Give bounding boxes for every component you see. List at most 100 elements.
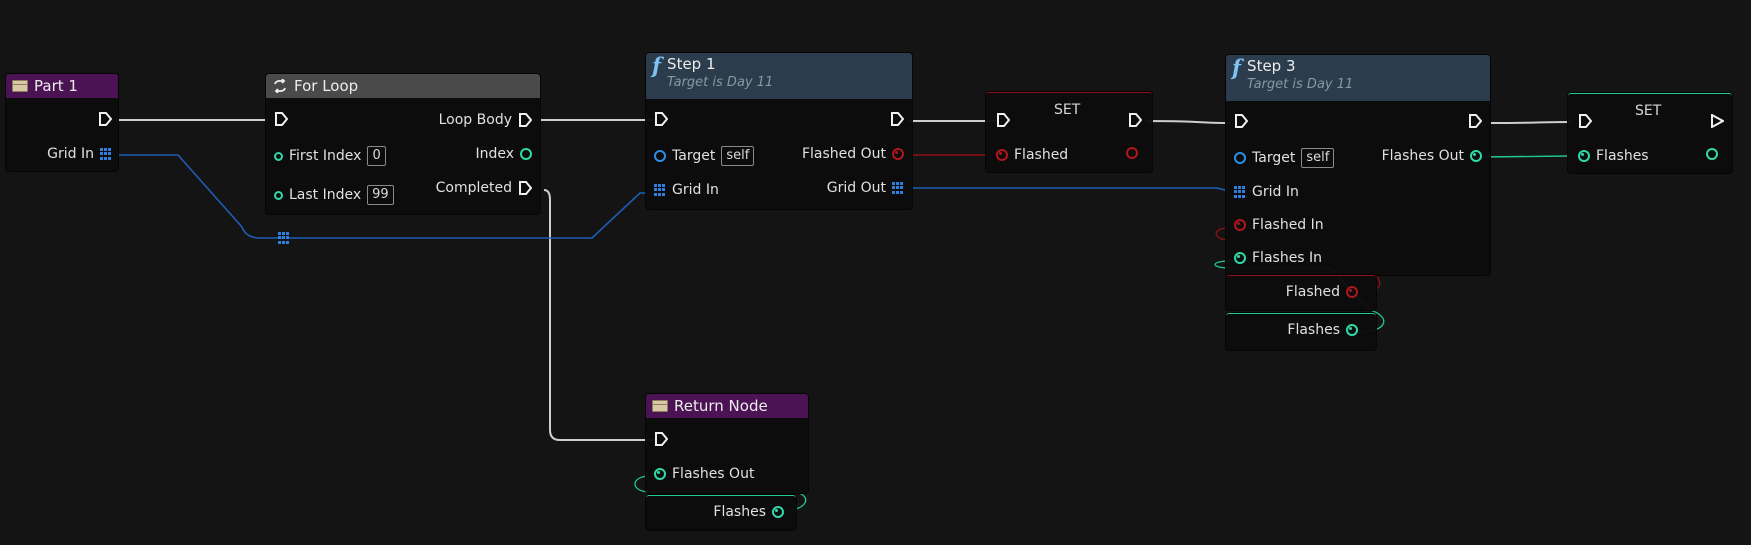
bool-pin-icon: [996, 149, 1008, 161]
exec-pin-icon: [1711, 114, 1724, 128]
flashed-label: Flashed: [1014, 147, 1069, 163]
flashed-in-pin[interactable]: Flashed: [996, 147, 1068, 163]
get-flashes-node[interactable]: Flashes: [1226, 313, 1376, 350]
reroute-node-icon[interactable]: [278, 232, 290, 244]
target-pin[interactable]: Target self: [1234, 148, 1335, 168]
set-title: SET: [1635, 103, 1662, 119]
loop-icon: [274, 79, 286, 93]
get-flashes-return-node[interactable]: Flashes: [646, 495, 796, 530]
for-loop-header: For Loop: [266, 74, 540, 98]
step1-title: Step 1: [667, 55, 716, 73]
flashes-out-pin[interactable]: Flashes Out: [654, 466, 754, 482]
exec-in-pin[interactable]: [654, 112, 668, 126]
grid-icon: [1234, 186, 1246, 198]
bool-pin-icon: [892, 148, 904, 160]
target-input[interactable]: self: [721, 146, 755, 166]
grid-out-pin[interactable]: Grid Out: [827, 180, 904, 196]
exec-out-pin[interactable]: [1710, 114, 1724, 128]
grid-icon: [100, 148, 112, 160]
exec-pin-icon: [655, 432, 668, 446]
struct-icon: [652, 400, 668, 412]
flashes-in-pin[interactable]: Flashes In: [1234, 250, 1322, 266]
function-icon: f: [652, 53, 662, 78]
exec-pin-icon: [99, 112, 112, 126]
int-pin-icon: [274, 151, 283, 161]
grid-in-label: Grid In: [1252, 184, 1299, 200]
exec-in-pin[interactable]: [654, 432, 668, 446]
set-flashed-node[interactable]: SET Flashed: [986, 92, 1152, 172]
exec-pin-icon: [275, 112, 288, 126]
completed-pin[interactable]: Completed: [436, 180, 532, 196]
grid-in-label: Grid In: [672, 182, 719, 198]
part1-header: Part 1: [6, 74, 118, 98]
part1-entry-node[interactable]: Part 1 Grid In: [6, 74, 118, 171]
for-loop-title: For Loop: [294, 77, 359, 95]
grid-in-pin[interactable]: Grid In: [1234, 184, 1299, 200]
first-index-input[interactable]: 0: [367, 146, 386, 166]
loop-body-label: Loop Body: [438, 112, 512, 128]
flashes-in-pin[interactable]: Flashes: [1578, 148, 1649, 164]
flashed-in-label: Flashed In: [1252, 217, 1324, 233]
int-pin-icon: [520, 148, 532, 160]
flashes-label: Flashes: [1596, 148, 1649, 164]
flashes-getter-label: Flashes: [713, 504, 766, 520]
exec-in-pin[interactable]: [1578, 114, 1592, 128]
grid-in-pin[interactable]: Grid In: [47, 146, 112, 162]
first-index-pin[interactable]: First Index 0: [274, 146, 386, 166]
target-pin[interactable]: Target self: [654, 146, 755, 166]
flashes-out-pin[interactable]: Flashes Out: [1382, 148, 1482, 164]
flashes-getter-pin[interactable]: Flashes: [1287, 322, 1358, 338]
index-label: Index: [475, 146, 514, 162]
get-flashed-node[interactable]: Flashed: [1226, 275, 1376, 310]
grid-icon: [654, 184, 666, 196]
return-node-title: Return Node: [674, 397, 768, 415]
exec-out-pin[interactable]: [98, 112, 112, 126]
target-input[interactable]: self: [1301, 148, 1335, 168]
exec-out-pin[interactable]: [890, 112, 904, 126]
flashed-out-pin[interactable]: Flashed Out: [802, 146, 904, 162]
bool-pin-icon: [1126, 147, 1138, 159]
return-node[interactable]: Return Node Flashes Out: [646, 394, 808, 493]
flashed-out-pin[interactable]: [1126, 147, 1138, 159]
exec-pin-icon: [1469, 114, 1482, 128]
grid-wire-step1-step3: [905, 187, 1231, 195]
step1-subtitle: Target is Day 11: [667, 75, 774, 90]
exec-pin-icon: [891, 112, 904, 126]
flashes-in-label: Flashes In: [1252, 250, 1323, 266]
step1-function-node[interactable]: f Step 1 Target is Day 11 Target self Fl…: [646, 53, 912, 209]
int-pin-icon: [772, 506, 784, 518]
exec-wire-set1-step3: [1145, 120, 1231, 124]
flashed-in-pin[interactable]: Flashed In: [1234, 217, 1324, 233]
exec-in-pin[interactable]: [996, 113, 1010, 127]
step3-function-node[interactable]: f Step 3 Target is Day 11 Target self Fl…: [1226, 55, 1490, 275]
function-icon: f: [1232, 55, 1242, 80]
flashed-getter-pin[interactable]: Flashed: [1286, 284, 1358, 300]
object-pin-icon: [1234, 152, 1246, 164]
grid-icon: [892, 182, 904, 194]
exec-wire-completed-return: [543, 189, 654, 441]
last-index-input[interactable]: 99: [367, 185, 394, 205]
exec-in-pin[interactable]: [274, 112, 288, 126]
grid-in-pin[interactable]: Grid In: [654, 182, 719, 198]
exec-pin-icon: [519, 181, 532, 195]
exec-pin-icon: [655, 112, 668, 126]
exec-pin-icon: [1129, 113, 1142, 127]
exec-pin-icon: [1235, 114, 1248, 128]
exec-out-pin[interactable]: [1128, 113, 1142, 127]
completed-label: Completed: [435, 180, 512, 196]
set-flashes-node[interactable]: SET Flashes: [1568, 93, 1732, 173]
step3-title: Step 3: [1247, 57, 1296, 75]
for-loop-node[interactable]: For Loop First Index 0 Last Index 99 Loo…: [266, 74, 540, 214]
exec-out-pin[interactable]: [1468, 114, 1482, 128]
last-index-pin[interactable]: Last Index 99: [274, 185, 394, 205]
index-pin[interactable]: Index: [475, 146, 532, 162]
return-node-header: Return Node: [646, 394, 808, 418]
int-pin-icon: [1234, 252, 1246, 264]
flashes-getter-pin[interactable]: Flashes: [713, 504, 784, 520]
flashes-getter-label: Flashes: [1287, 322, 1340, 338]
flashes-out-pin[interactable]: [1706, 148, 1718, 160]
grid-in-label: Grid In: [47, 146, 94, 162]
exec-in-pin[interactable]: [1234, 114, 1248, 128]
first-index-label: First Index: [289, 148, 362, 164]
loop-body-pin[interactable]: Loop Body: [439, 112, 532, 128]
